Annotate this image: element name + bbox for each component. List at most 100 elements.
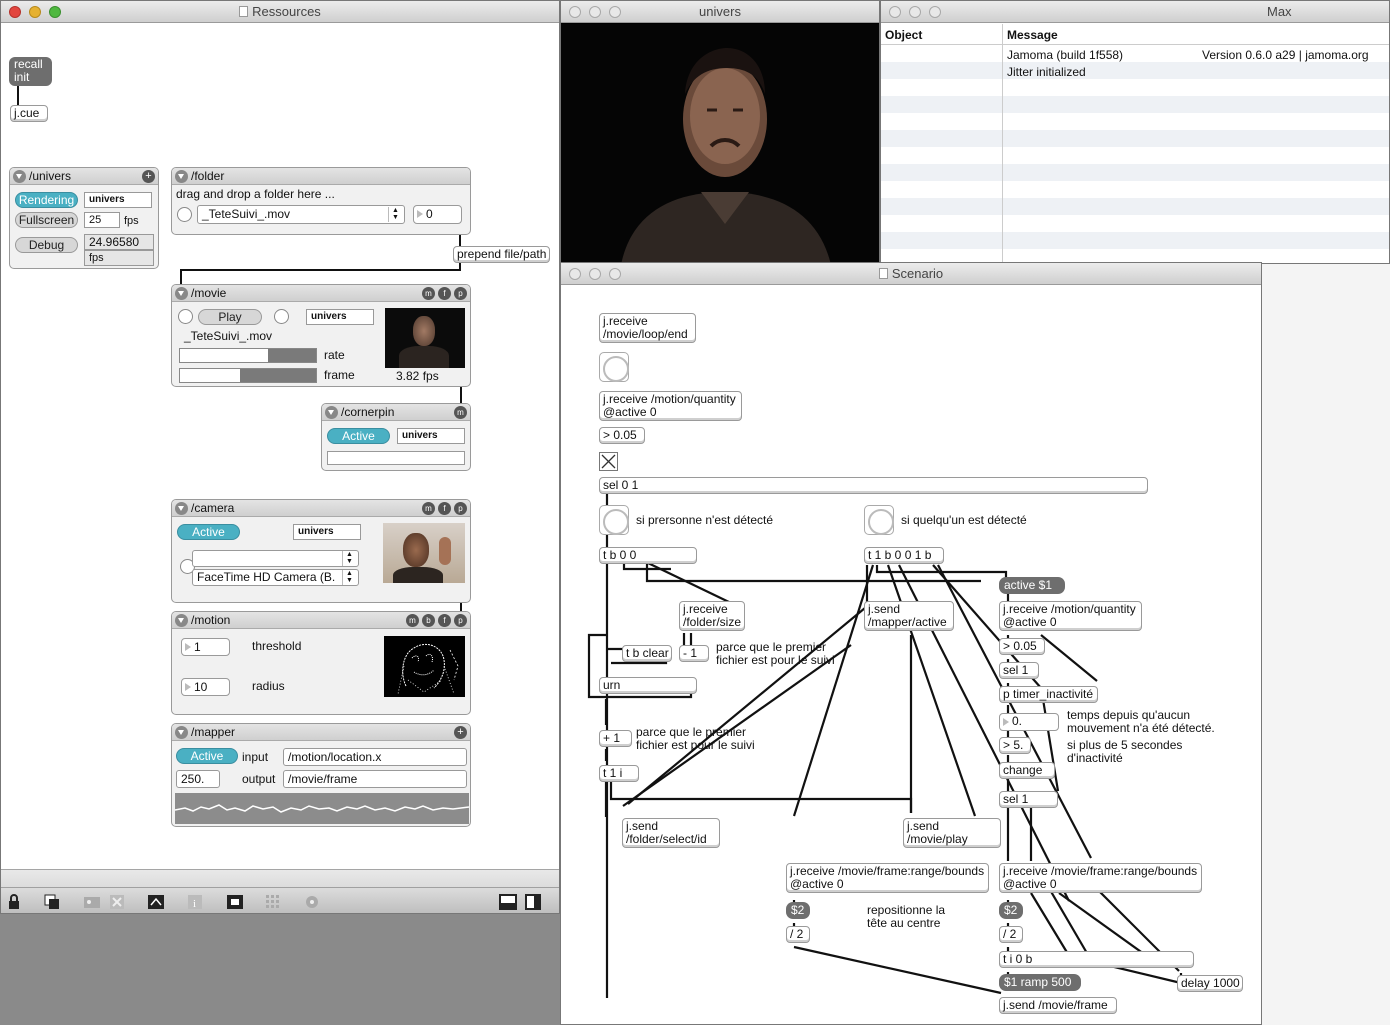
recall-init-message[interactable]: recall init — [9, 57, 52, 86]
menu-icon[interactable]: m — [406, 614, 419, 627]
trigger-object[interactable]: t i 0 b — [999, 951, 1194, 968]
float-number[interactable]: 0. — [999, 713, 1059, 731]
zoom-button[interactable] — [609, 268, 621, 280]
change-object[interactable]: change — [999, 762, 1055, 779]
close-button[interactable] — [9, 6, 21, 18]
max-titlebar[interactable]: Max — [881, 1, 1389, 23]
camera-format-menu[interactable]: ▲▼ — [192, 550, 359, 567]
add-icon[interactable]: + — [142, 170, 155, 183]
delay-object[interactable]: delay 1000 — [1177, 975, 1243, 992]
mapper-number[interactable]: 250. — [176, 770, 220, 788]
active-toggle[interactable]: Active — [327, 428, 390, 444]
column-header-message[interactable]: Message — [1007, 28, 1058, 42]
ressources-titlebar[interactable]: Ressources — [1, 1, 559, 23]
collapse-icon[interactable] — [175, 170, 188, 183]
cornerpin-display[interactable] — [327, 451, 465, 465]
minus-object[interactable]: - 1 — [679, 645, 709, 662]
debug-icon[interactable] — [147, 894, 165, 910]
sel-object[interactable]: sel 0 1 — [599, 477, 1148, 494]
j-cue-object[interactable]: j.cue — [10, 105, 48, 122]
divide-object[interactable]: / 2 — [999, 926, 1023, 943]
collapse-icon[interactable] — [175, 726, 188, 739]
active-message[interactable]: active $1 — [999, 577, 1065, 594]
folder-radio[interactable] — [177, 207, 192, 222]
debug-toggle[interactable]: Debug — [15, 237, 78, 253]
receive-folder-object[interactable]: j.receive /folder/size — [679, 601, 745, 631]
dollar-message[interactable]: $2 — [786, 902, 810, 919]
minimize-button[interactable] — [29, 6, 41, 18]
column-header-object[interactable]: Object — [885, 28, 923, 42]
zoom-button[interactable] — [609, 6, 621, 18]
camera-device-menu[interactable]: FaceTime HD Camera (B. ▲▼ — [192, 569, 359, 586]
trigger-object[interactable]: t 1 i — [599, 765, 639, 782]
threshold-number[interactable]: 1 — [181, 638, 230, 656]
compare-object[interactable]: > 0.05 — [599, 427, 645, 444]
toggle-checkbox[interactable] — [599, 452, 618, 471]
context-field[interactable]: univers — [397, 428, 465, 444]
collapse-icon[interactable] — [175, 502, 188, 515]
collapse-icon[interactable] — [325, 406, 338, 419]
rate-slider[interactable] — [179, 348, 317, 363]
collapse-icon[interactable] — [175, 614, 188, 627]
collapse-icon[interactable] — [13, 170, 26, 183]
close-button[interactable] — [569, 268, 581, 280]
grid-icon[interactable] — [265, 894, 283, 910]
lock-icon[interactable] — [6, 894, 24, 910]
zoom-button[interactable] — [929, 6, 941, 18]
freeze-icon[interactable]: f — [438, 502, 451, 515]
trigger-object[interactable]: t b clear — [622, 645, 672, 662]
fps-number[interactable]: 25 — [84, 212, 120, 228]
timer-object[interactable]: p timer_inactivité — [999, 686, 1098, 703]
send-folder-object[interactable]: j.send /folder/select/id — [622, 818, 720, 848]
presentation-icon[interactable] — [44, 894, 62, 910]
minimize-button[interactable] — [909, 6, 921, 18]
compare-object[interactable]: > 5. — [999, 737, 1031, 754]
delete-icon[interactable] — [109, 894, 127, 910]
context-field[interactable]: univers — [293, 524, 361, 540]
context-field[interactable]: univers — [306, 309, 374, 325]
compare-object[interactable]: > 0.05 — [999, 638, 1045, 655]
univers-titlebar[interactable]: univers — [561, 1, 879, 23]
send-play-object[interactable]: j.send /movie/play — [903, 818, 1001, 848]
minimize-button[interactable] — [589, 268, 601, 280]
paint-icon[interactable] — [83, 894, 101, 910]
input-field[interactable]: /motion/location.x — [283, 748, 467, 766]
bang-button[interactable] — [599, 505, 629, 535]
file-index-number[interactable]: 0 — [413, 205, 462, 224]
freeze-icon[interactable]: f — [438, 287, 451, 300]
radius-number[interactable]: 10 — [181, 678, 230, 696]
menu-icon[interactable]: m — [454, 406, 467, 419]
receive-motion-object[interactable]: j.receive /motion/quantity @active 0 — [599, 391, 742, 421]
trigger-object[interactable]: t b 0 0 — [599, 547, 697, 564]
menu-icon[interactable]: m — [422, 502, 435, 515]
clue-icon[interactable] — [304, 894, 322, 910]
prepend-object[interactable]: prepend file/path — [453, 246, 550, 263]
collapse-icon[interactable] — [175, 287, 188, 300]
freeze-icon[interactable]: f — [438, 614, 451, 627]
urn-object[interactable]: urn — [599, 677, 697, 694]
split-horizontal-icon[interactable] — [499, 894, 517, 910]
preview-icon[interactable]: p — [454, 614, 467, 627]
dollar-message[interactable]: $2 — [999, 902, 1023, 919]
ramp-message[interactable]: $1 ramp 500 — [999, 974, 1081, 991]
plus-object[interactable]: + 1 — [599, 730, 632, 747]
trigger-object[interactable]: t 1 b 0 0 1 b — [864, 547, 944, 564]
sel-object[interactable]: sel 1 — [999, 662, 1039, 679]
receive-range-object[interactable]: j.receive /movie/frame:range/bounds @act… — [786, 863, 989, 893]
scenario-titlebar[interactable]: Scenario — [561, 263, 1261, 285]
active-toggle[interactable]: Active — [177, 524, 240, 540]
close-button[interactable] — [569, 6, 581, 18]
info-icon[interactable]: i — [187, 894, 205, 910]
connect-icon[interactable] — [226, 894, 244, 910]
receive-range-object[interactable]: j.receive /movie/frame:range/bounds @act… — [999, 863, 1202, 893]
bypass-icon[interactable]: b — [422, 614, 435, 627]
send-frame-object[interactable]: j.send /movie/frame — [999, 997, 1117, 1014]
preview-icon[interactable]: p — [454, 287, 467, 300]
context-field[interactable]: univers — [84, 192, 152, 208]
fullscreen-toggle[interactable]: Fullscreen — [15, 212, 78, 228]
play-toggle[interactable]: Play — [198, 309, 262, 325]
mute-radio[interactable] — [274, 309, 289, 324]
frame-slider[interactable] — [179, 368, 317, 383]
close-button[interactable] — [889, 6, 901, 18]
menu-icon[interactable]: m — [422, 287, 435, 300]
